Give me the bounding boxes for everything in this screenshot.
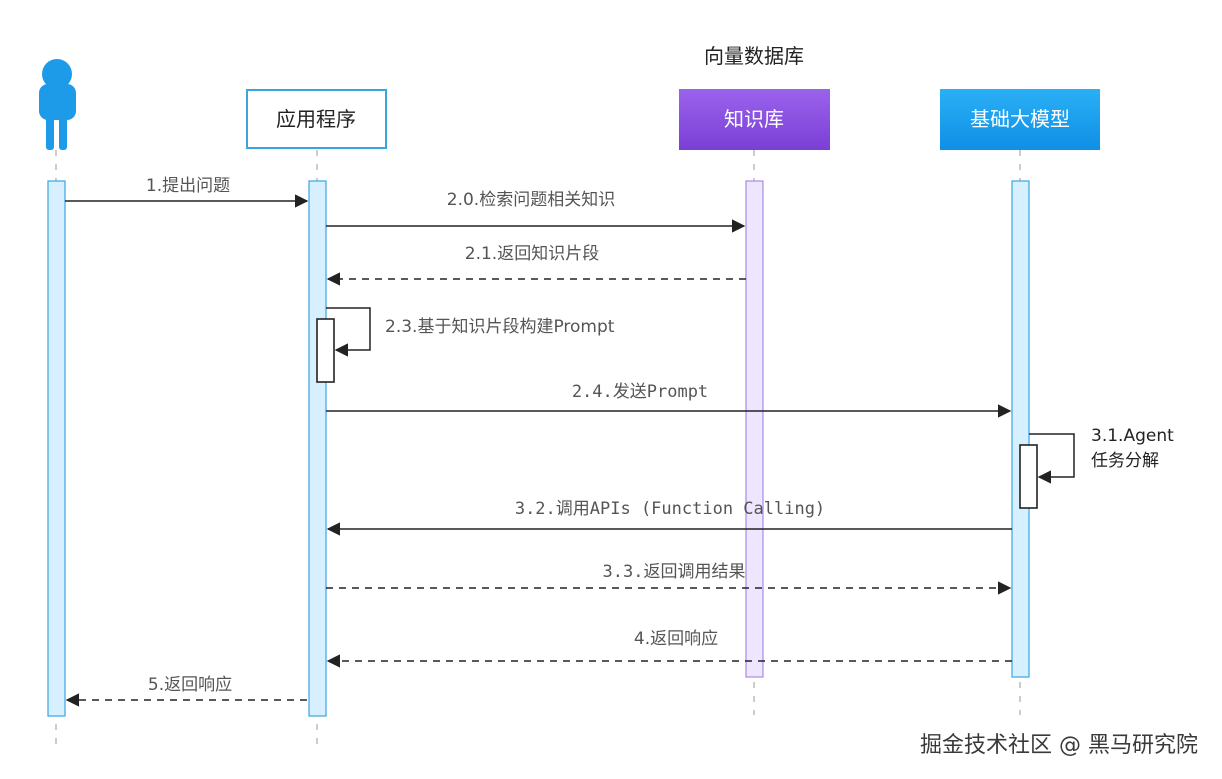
label-m31-line2: 任务分解 bbox=[1091, 451, 1159, 471]
label-m1: 1.提出问题 bbox=[146, 176, 230, 196]
label-m32: 3.2.调用APIs (Function Calling) bbox=[515, 499, 825, 519]
arrow-m31 bbox=[1029, 433, 1075, 484]
activation-app-self bbox=[316, 318, 335, 383]
participant-kb-label: 知识库 bbox=[724, 107, 784, 131]
participant-llm: 基础大模型 bbox=[940, 89, 1100, 150]
kb-group-label: 向量数据库 bbox=[704, 44, 804, 68]
user-actor-icon bbox=[39, 59, 76, 150]
activation-llm-self bbox=[1019, 444, 1038, 509]
label-m33: 3.3.返回调用结果 bbox=[603, 562, 746, 582]
label-m20: 2.0.检索问题相关知识 bbox=[447, 190, 615, 210]
activation-kb bbox=[745, 180, 764, 678]
label-m21: 2.1.返回知识片段 bbox=[465, 244, 599, 264]
activation-user bbox=[47, 180, 66, 717]
label-m31-line1: 3.1.Agent bbox=[1091, 426, 1174, 446]
label-m23: 2.3.基于知识片段构建Prompt bbox=[385, 317, 615, 337]
participant-kb: 知识库 bbox=[679, 89, 830, 150]
label-m5: 5.返回响应 bbox=[148, 675, 232, 695]
participant-app-label: 应用程序 bbox=[276, 107, 356, 131]
label-m4: 4.返回响应 bbox=[634, 629, 718, 649]
activation-llm bbox=[1011, 180, 1030, 678]
label-m24: 2.4.发送Prompt bbox=[572, 382, 708, 402]
participant-llm-label: 基础大模型 bbox=[970, 107, 1070, 131]
arrow-m23 bbox=[326, 307, 371, 357]
activation-app bbox=[308, 180, 327, 717]
participant-app: 应用程序 bbox=[246, 89, 387, 149]
watermark-text: 掘金技术社区 @ 黑马研究院 bbox=[920, 733, 1198, 758]
